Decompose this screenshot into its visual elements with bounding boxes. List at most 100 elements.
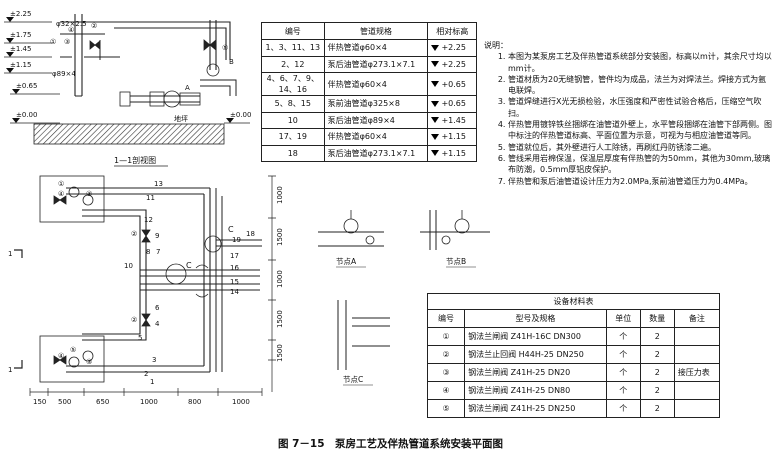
circled-number: ① [50, 38, 56, 46]
circled-number: ③ [64, 38, 70, 46]
dimension-label: 650 [96, 398, 109, 406]
pipe-number: 3 [152, 356, 156, 364]
vertical-dimensions: 1000 1500 1000 1500 1500 [276, 186, 284, 362]
pipe-number: 6 [155, 304, 160, 312]
cell: 接压力表 [673, 363, 721, 382]
cell: ⑤ [426, 399, 466, 418]
cell: 伴热管道φ60×4 [323, 72, 429, 96]
figure-caption: 图 7－15 泵房工艺及伴热管道系统安装平面图 [277, 438, 504, 450]
cell: 个 [605, 327, 641, 346]
elevation-triangle-icon [431, 44, 440, 51]
note-item: 管道就位后，其外壁进行人工除锈，再刷红丹防锈漆二遍。 [508, 142, 774, 153]
cell-value: +0.65 [441, 79, 466, 89]
pipe-number: 7 [156, 248, 160, 256]
pipe-number: 19 [232, 236, 241, 244]
notes-block: 说明： 本图为某泵房工艺及伴热管道系统部分安装图，标高以m计，其余尺寸均以mm计… [484, 40, 774, 187]
pipe-number: 11 [146, 194, 155, 202]
col-header: 型号及规格 [464, 309, 607, 328]
circled-number: ④ [58, 352, 64, 360]
elevation-triangle-icon [431, 100, 440, 107]
cell: 个 [605, 381, 641, 400]
cell: 钢法兰止回阀 H44H-25 DN250 [464, 345, 607, 364]
node-c-label: C [228, 225, 234, 234]
cell: ③ [426, 363, 466, 382]
circled-number: ② [131, 316, 137, 324]
pipe-number: 2 [144, 370, 148, 378]
pipe-spec-label: φ32×2.5 [56, 20, 87, 28]
pipe-number: 14 [230, 288, 239, 296]
circled-number: ③ [86, 358, 92, 366]
notes-title: 说明： [484, 41, 508, 50]
elevation-triangle-icon [431, 61, 440, 68]
cell: 4、6、7、9、14、16 [261, 72, 325, 96]
cell: 泵后油管道φ273.1×7.1 [323, 55, 429, 73]
table-caption: 设备材料表 [427, 293, 720, 310]
col-header: 单位 [605, 309, 641, 328]
pipe-number: 10 [124, 262, 133, 270]
note-item: 管道材质为20无缝钢管，管件均为成品，法兰为对焊法兰。焊接方式为氩电联焊。 [508, 74, 774, 97]
circled-number: ⑤ [222, 44, 228, 52]
cell-value: +2.25 [441, 59, 466, 69]
table-caption-row: 设备材料表 [427, 293, 720, 310]
pipe-number: 13 [154, 180, 163, 188]
dimension-label: 150 [33, 398, 46, 406]
table-header-row: 编号 型号及规格 单位 数量 备注 [426, 309, 721, 328]
cell: 伴热管道φ60×4 [323, 128, 429, 146]
pipe-number: 18 [246, 230, 255, 238]
cell [673, 327, 721, 346]
pipe-number: 16 [230, 264, 239, 272]
plan-view: 1 1 13 11 12 9 7 8 10 6 4 5 3 2 1 19 18 … [8, 175, 284, 406]
cell: +0.65 [427, 95, 477, 113]
dimension-label: 1000 [232, 398, 250, 406]
cell [673, 345, 721, 364]
elevation-label: ±0.00 [16, 111, 37, 119]
pipe-number: 15 [230, 278, 239, 286]
elevation-triangle-icon [431, 117, 440, 124]
plan-node-labels: C C [186, 225, 234, 270]
note-item: 本图为某泵房工艺及伴热管道系统部分安装图，标高以m计，其余尺寸均以mm计。 [508, 51, 774, 74]
dimension-label: 1000 [276, 186, 284, 204]
note-item: 管线采用岩棉保温，保温层厚度有伴热管的为50mm，其他为30mm,玻璃布防潮，0… [508, 153, 774, 176]
cell: 钢法兰闸阀 Z41H-25 DN250 [464, 399, 607, 418]
cell: 钢法兰闸阀 Z41H-25 DN80 [464, 381, 607, 400]
cell-value: +0.65 [441, 99, 466, 109]
elevation-label: ±1.75 [10, 31, 31, 39]
pipe-number: 4 [155, 320, 160, 328]
ground-hatch [33, 123, 225, 145]
cell-value: +1.15 [441, 132, 466, 142]
circled-number: ③ [86, 190, 92, 198]
pump-foundation-bottom [39, 335, 105, 383]
cell: 钢法兰闸阀 Z41H-16C DN300 [464, 327, 607, 346]
elevation-marks: ±2.25 ±1.75 ±1.45 ±1.15 ±0.65 ±0.00 ±0.0… [10, 10, 251, 119]
section-mark: 1 [8, 366, 12, 374]
cell-value: +1.15 [441, 148, 466, 158]
section-view: ±2.25 ±1.75 ±1.45 ±1.15 ±0.65 ±0.00 ±0.0… [4, 10, 251, 167]
pipe-number: 12 [144, 216, 153, 224]
table-header-row: 编号 管道规格 相对标高 [261, 22, 477, 40]
pump-symbol [163, 90, 181, 108]
ground-label: 地坪 [174, 114, 188, 123]
cell: ① [426, 327, 466, 346]
cell: +1.15 [427, 128, 477, 146]
cell: ② [426, 345, 466, 364]
notes-list: 本图为某泵房工艺及伴热管道系统部分安装图，标高以m计，其余尺寸均以mm计。 管道… [484, 51, 774, 187]
section-mark: 1 [8, 250, 12, 258]
note-item: 管道焊缝进行X光无损检验，水压强度和严密性试验合格后，压缩空气吹扫。 [508, 96, 774, 119]
circled-number: ② [131, 230, 137, 238]
cell: 2 [639, 345, 675, 364]
cell: +1.15 [427, 144, 477, 162]
cell: 泵后油管道φ89×4 [323, 111, 429, 129]
cell: +0.65 [427, 72, 477, 96]
note-item: 伴热管和泵后油管道设计压力为2.0MPa,泵前油管道压力为0.4MPa。 [508, 176, 774, 187]
cell: 10 [261, 111, 325, 129]
elevation-label: ±0.65 [16, 82, 37, 90]
cell [673, 381, 721, 400]
cell: 2、12 [261, 55, 325, 73]
